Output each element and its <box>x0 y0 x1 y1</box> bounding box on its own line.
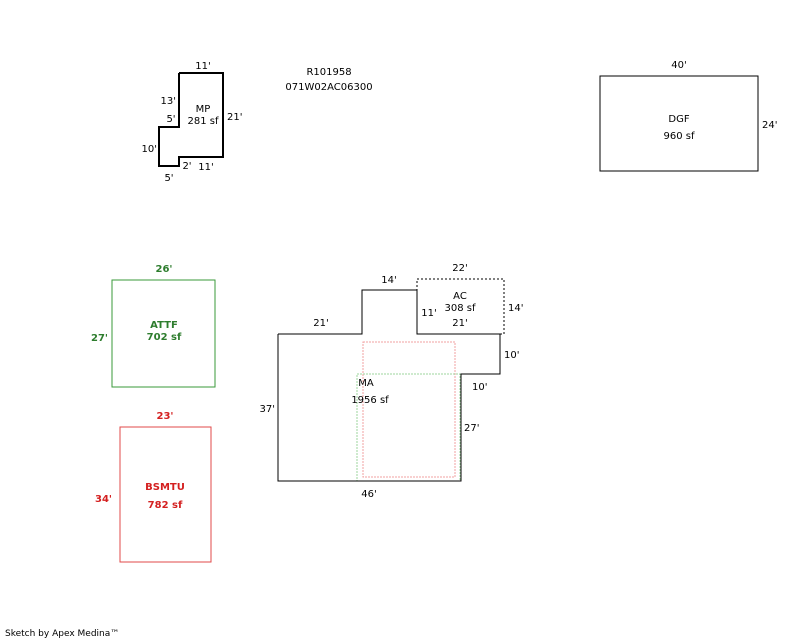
dgf-area-value: 960 sf <box>664 131 695 142</box>
ma-dim-step-right: 10' <box>504 350 519 361</box>
mp-dim-upper-left: 13' <box>161 96 176 107</box>
ma-dim-step-inner: 10' <box>472 382 487 393</box>
parcel-id: R101958 <box>306 67 351 78</box>
mp-dim-lower-left: 10' <box>142 144 157 155</box>
mp-area-value: 281 sf <box>188 116 219 127</box>
bsmtu-dim-top: 23' <box>157 411 174 422</box>
ac-dim-top: 22' <box>452 263 467 274</box>
mp-label: MP <box>196 104 211 115</box>
ac-dim-bottom: 21' <box>452 318 467 329</box>
ac-outline <box>416 278 505 335</box>
attf-area-value: 702 sf <box>147 332 182 343</box>
attf-dim-left: 27' <box>91 333 108 344</box>
bsmtu-dim-left: 34' <box>95 494 112 505</box>
account-number: 071W02AC06300 <box>285 82 372 93</box>
ma-area: MA 1956 sf 14' 21' 37' 46' 27' 10' 10' <box>260 275 520 500</box>
mp-dim-top: 11' <box>195 61 210 72</box>
attf-overlay <box>356 373 461 482</box>
dgf-outline <box>599 75 759 172</box>
ma-area-value: 1956 sf <box>351 395 389 406</box>
attf-area: ATTF 702 sf 26' 27' <box>91 264 216 388</box>
mp-dim-step: 5' <box>166 114 175 125</box>
bsmtu-label: BSMTU <box>145 482 185 493</box>
mp-area: MP 281 sf 11' 21' 13' 5' 10' 5' 2' 11' <box>142 61 243 184</box>
attf-label: ATTF <box>150 320 178 331</box>
dgf-label: DGF <box>668 114 689 125</box>
ac-area-value: 308 sf <box>445 303 476 314</box>
dgf-dim-top: 40' <box>671 60 686 71</box>
bsmtu-outline <box>119 426 212 563</box>
attf-dim-top: 26' <box>156 264 173 275</box>
ma-dim-upper-top: 14' <box>381 275 396 286</box>
mp-dim-right: 21' <box>227 112 242 123</box>
sketch-credit: Sketch by Apex Medina™ <box>5 629 119 639</box>
ma-label: MA <box>358 378 374 389</box>
ac-dim-right: 14' <box>508 303 523 314</box>
bsmtu-area-value: 782 sf <box>148 500 183 511</box>
attf-outline <box>111 279 216 388</box>
ac-dim-left: 11' <box>421 308 436 319</box>
ma-dim-left-top: 21' <box>313 318 328 329</box>
dgf-area: DGF 960 sf 40' 24' <box>599 60 777 172</box>
mp-outline <box>158 72 224 167</box>
mp-dim-bottom: 11' <box>198 162 213 173</box>
bsmtu-overlay <box>362 341 456 478</box>
ac-area: AC 308 sf 22' 14' 11' 21' <box>416 263 523 335</box>
ma-dim-left: 37' <box>260 404 275 415</box>
ac-label: AC <box>453 291 467 302</box>
bsmtu-area: BSMTU 782 sf 23' 34' <box>95 411 212 563</box>
mp-dim-notch: 2' <box>182 161 191 172</box>
ma-dim-bottom: 46' <box>361 489 376 500</box>
dgf-dim-right: 24' <box>762 120 777 131</box>
ma-dim-right-lower: 27' <box>464 423 479 434</box>
mp-dim-bottom-left: 5' <box>164 173 173 184</box>
